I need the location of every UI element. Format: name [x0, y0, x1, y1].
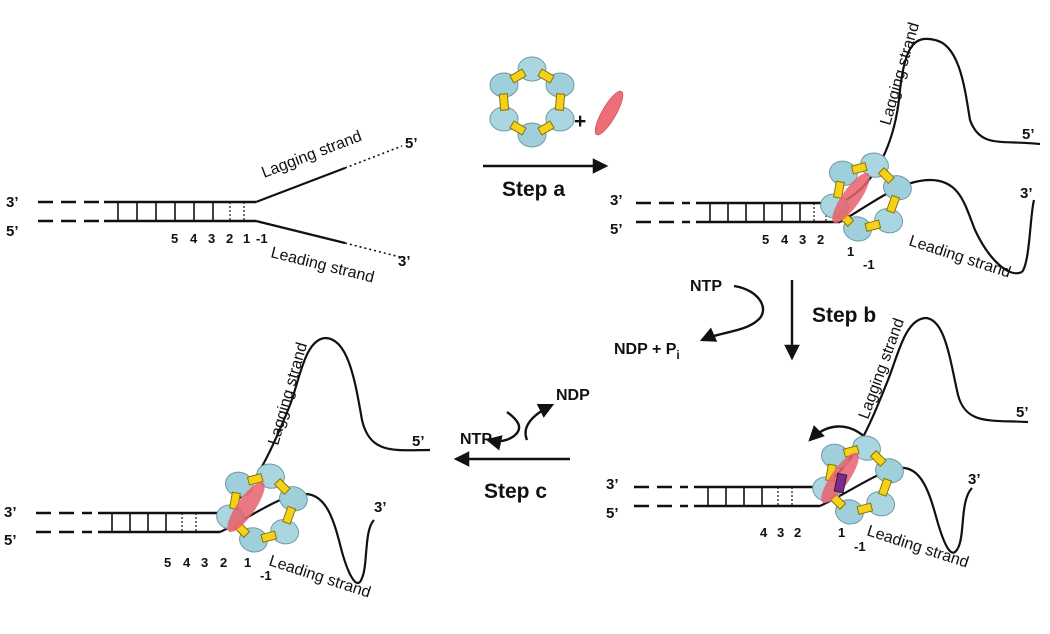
lagging-strand-line [934, 38, 1041, 146]
end-label-5p: 5’ [6, 223, 19, 240]
step-a-group: + Step a [483, 56, 624, 201]
leading-strand-dotted [344, 242, 401, 258]
ntp-label: NTP [690, 278, 722, 295]
step-a-label: Step a [502, 178, 565, 201]
base-pair-rungs [111, 513, 197, 532]
position-label: -1 [863, 257, 875, 272]
leading-strand-line [839, 178, 1023, 275]
helicase-complex [813, 142, 919, 252]
hexameric-helicase [489, 56, 575, 148]
position-label: 4 [190, 231, 198, 246]
end-label-5p: 5’ [4, 532, 17, 549]
position-label: 5 [762, 232, 769, 247]
step-c-group: Step c NTP NDP [453, 387, 590, 503]
leading-strand-label: Leading strand [907, 233, 1013, 282]
step-b-group: Step b NTP NDP + Pi [614, 278, 876, 362]
leading-end-3p: 3’ [398, 253, 411, 270]
lagging-end-5p: 5’ [412, 433, 425, 450]
panel-reset-complex: 3’ 5’ Lagging strand Leading strand 5’ 3… [4, 336, 431, 602]
plus-sign: + [574, 110, 586, 133]
ndp-pi-label: NDP + Pi [614, 341, 680, 362]
end-label-3p: 3’ [6, 194, 19, 211]
ntp-hydrolysis-arrow [699, 284, 765, 342]
position-label: 3 [799, 232, 806, 247]
position-label: 1 [243, 231, 250, 246]
base-pair-rungs [707, 487, 793, 506]
position-label: 4 [760, 525, 768, 540]
ndp-label: NDP [556, 387, 590, 404]
position-label: 1 [244, 555, 251, 570]
position-label: 4 [183, 555, 191, 570]
leading-strand-line [956, 487, 973, 549]
leading-strand-line [1021, 199, 1036, 273]
position-label: -1 [260, 568, 272, 583]
leading-strand-line [819, 466, 959, 554]
lagging-end-5p: 5’ [1022, 126, 1035, 143]
position-label: 3 [777, 525, 784, 540]
leading-end-3p: 3’ [374, 499, 387, 516]
hexameric-helicase [813, 142, 919, 252]
step-b-label: Step b [812, 304, 876, 327]
position-label: 2 [817, 232, 824, 247]
lagging-strand-label: Lagging strand [878, 21, 924, 127]
position-label: 2 [220, 555, 227, 570]
hexameric-helicase [805, 425, 911, 535]
leading-end-3p: 3’ [1020, 185, 1033, 202]
lagging-strand-line [324, 336, 431, 452]
leading-strand-line [255, 219, 346, 245]
end-label-3p: 3’ [4, 504, 17, 521]
helicase-complex [805, 425, 911, 535]
translocation-arrow [808, 425, 869, 442]
position-label: 4 [781, 232, 789, 247]
end-label-5p: 5’ [610, 221, 623, 238]
leading-strand-label: Leading strand [865, 523, 971, 572]
lagging-strand-dotted [344, 145, 403, 169]
end-label-3p: 3’ [610, 192, 623, 209]
step-c-label: Step c [484, 480, 547, 503]
position-numbers: 5 4 3 2 1 -1 [762, 232, 875, 272]
end-label-3p: 3’ [606, 476, 619, 493]
position-label: -1 [854, 539, 866, 554]
ntp-label: NTP [460, 431, 492, 448]
position-label: 3 [208, 231, 215, 246]
position-label: 5 [164, 555, 171, 570]
position-numbers: 5 4 3 2 1 -1 [164, 555, 272, 583]
leading-strand-label: Leading strand [267, 553, 373, 602]
leading-strand-label: Leading strand [269, 244, 376, 286]
replication-protein [832, 172, 870, 224]
replication-protein [227, 481, 265, 533]
position-label: 1 [847, 244, 854, 259]
bound-nucleotide [833, 472, 848, 494]
lagging-strand-label: Lagging strand [266, 341, 312, 447]
leading-end-3p: 3’ [968, 471, 981, 488]
leading-strand-line [219, 492, 364, 585]
panel-initial-fork: 3’ 5’ Lagging strand Leading strand 5’ 3… [6, 128, 418, 287]
lagging-strand-label: Lagging strand [259, 128, 364, 182]
lagging-strand-line [924, 316, 1029, 424]
lagging-strand-label: Lagging strand [856, 316, 908, 421]
base-pair-rungs [709, 203, 827, 222]
position-label: 1 [838, 525, 845, 540]
helicase-complex [209, 453, 315, 563]
position-label: -1 [256, 231, 268, 246]
position-label: 2 [226, 231, 233, 246]
lagging-strand-line [255, 166, 346, 204]
ntp-binding-arrow [485, 411, 521, 451]
position-numbers: 5 4 3 2 1 -1 [171, 231, 268, 246]
position-label: 2 [794, 525, 801, 540]
end-label-5p: 5’ [606, 505, 619, 522]
lagging-end-5p: 5’ [405, 135, 418, 152]
panel-loaded-complex: 3’ 5’ Lagging strand Leading strand 5’ 3… [610, 21, 1041, 282]
ndp-release-arrow [524, 403, 555, 441]
position-label: 5 [171, 231, 178, 246]
lagging-end-5p: 5’ [1016, 404, 1029, 421]
position-label: 3 [201, 555, 208, 570]
replication-protein [594, 90, 624, 136]
leading-strand-line [360, 519, 375, 579]
position-numbers: 4 3 2 1 -1 [760, 525, 866, 554]
base-pair-rungs [117, 202, 245, 221]
